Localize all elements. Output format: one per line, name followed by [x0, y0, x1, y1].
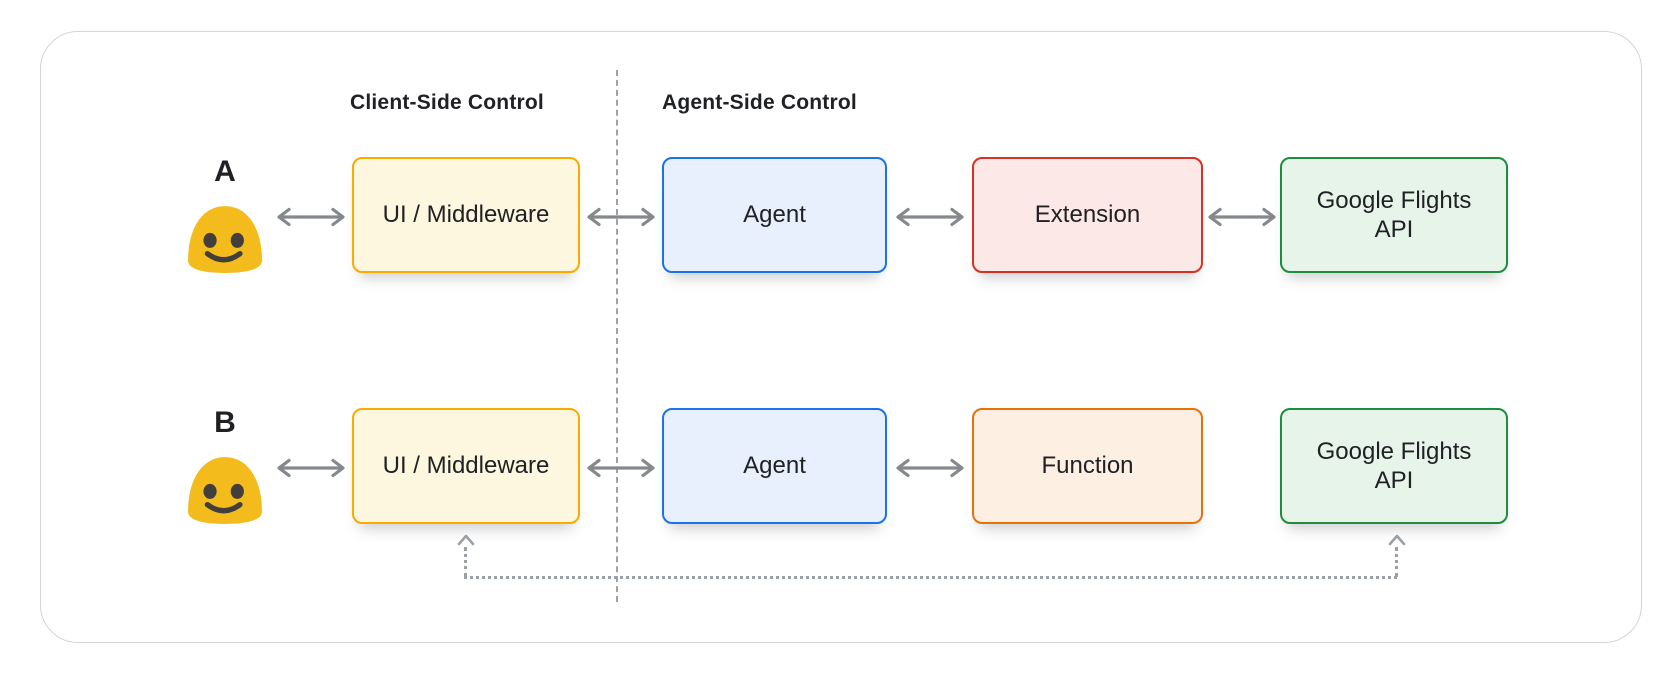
node-label: UI / Middleware — [382, 201, 550, 229]
arrow-up-icon — [1388, 534, 1406, 546]
node-ui-middleware-a: UI / Middleware — [352, 157, 580, 273]
arrow-user-ui-b — [277, 458, 345, 478]
arrow-ui-agent-a — [587, 207, 655, 227]
node-google-flights-api-a: Google Flights API — [1280, 157, 1508, 273]
node-label: Agent — [743, 452, 806, 480]
node-label: Google Flights API — [1316, 437, 1472, 494]
agent-side-control-label: Agent-Side Control — [662, 91, 857, 114]
panel-card — [40, 31, 1642, 643]
arrow-extension-api — [1208, 207, 1276, 227]
node-agent-b: Agent — [662, 408, 887, 524]
user-b-label: B — [214, 406, 236, 439]
node-agent-a: Agent — [662, 157, 887, 273]
client-agent-divider — [616, 70, 618, 602]
client-side-control-label: Client-Side Control — [350, 91, 544, 114]
node-extension: Extension — [972, 157, 1203, 273]
emoji-face — [188, 206, 262, 273]
arrow-ui-agent-b — [587, 458, 655, 478]
user-a-label: A — [214, 155, 236, 188]
emoji-face — [188, 457, 262, 524]
emoji-features — [203, 483, 244, 514]
node-google-flights-api-b: Google Flights API — [1280, 408, 1508, 524]
arrow-agent-extension — [896, 207, 964, 227]
node-label: UI / Middleware — [382, 452, 550, 480]
arrow-user-ui-a — [277, 207, 345, 227]
feedback-line-horizontal — [464, 576, 1397, 579]
user-b-icon — [188, 457, 262, 524]
arrow-up-icon — [457, 534, 475, 546]
feedback-line-right — [1395, 547, 1398, 577]
emoji-features — [203, 232, 244, 263]
node-label: Google Flights API — [1316, 186, 1472, 243]
node-ui-middleware-b: UI / Middleware — [352, 408, 580, 524]
node-label: Extension — [1034, 201, 1141, 229]
node-function: Function — [972, 408, 1203, 524]
node-label: Function — [1041, 452, 1134, 480]
arrow-agent-function — [896, 458, 964, 478]
node-label: Agent — [743, 201, 806, 229]
feedback-line-left — [464, 547, 467, 577]
user-a-icon — [188, 206, 262, 273]
